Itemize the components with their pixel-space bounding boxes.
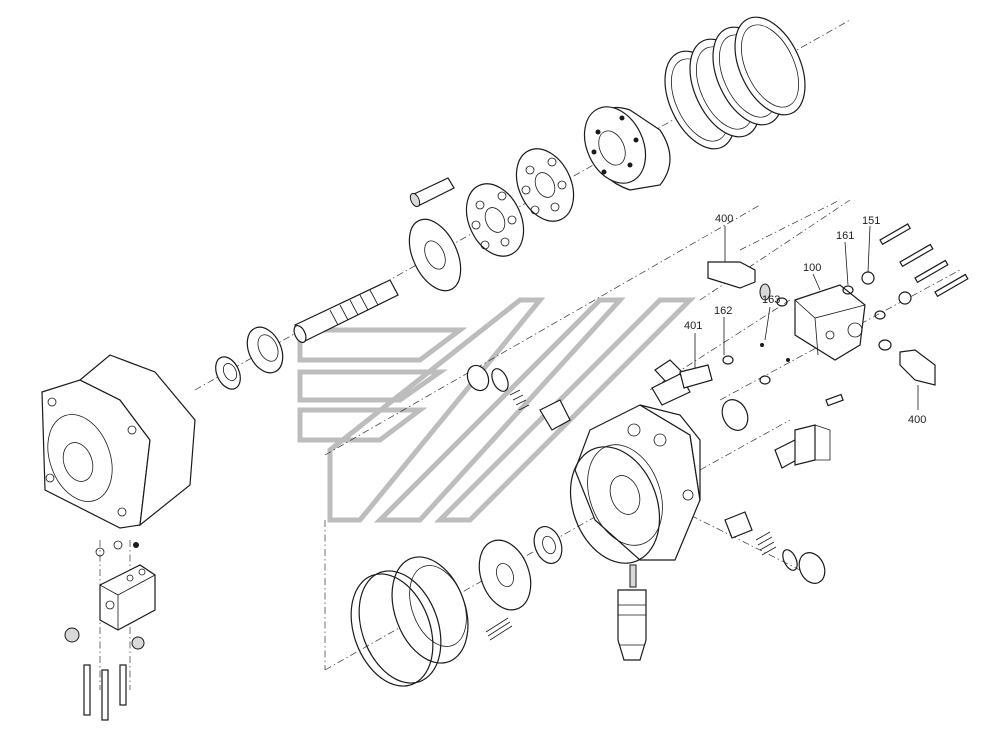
callout-162: 162	[714, 305, 732, 317]
drive-shaft	[293, 279, 399, 344]
plugs-161	[842, 271, 912, 351]
spool-valve	[617, 564, 647, 661]
piston	[409, 177, 455, 208]
right-housing-parts	[651, 359, 844, 469]
small-seals-163	[759, 297, 790, 385]
callout-161: 161	[836, 230, 854, 242]
shaft-bearing	[246, 326, 284, 374]
callout-400-top: 400	[715, 213, 733, 225]
mounting-bolts	[83, 664, 127, 721]
cylinder-block	[583, 106, 671, 191]
brake-seal-rings	[350, 570, 442, 687]
friction-disc-pack	[664, 16, 806, 150]
front-housing	[41, 354, 196, 529]
watermark-logo	[297, 297, 697, 523]
callout-401: 401	[684, 320, 702, 332]
callout-163: 163	[762, 294, 780, 306]
brake-piston	[391, 556, 469, 664]
cartridge-valve-400-top	[707, 261, 771, 301]
callout-151: 151	[862, 215, 880, 227]
check-valve-parts	[724, 511, 826, 584]
plug-162	[722, 355, 734, 365]
relief-valve-parts	[466, 364, 571, 431]
fitting-401	[679, 364, 713, 389]
swash-plate	[408, 218, 462, 292]
small-spring-bottom	[485, 617, 513, 641]
retainer-plate	[515, 148, 575, 222]
shaft-seal	[215, 356, 241, 390]
bolts-151	[879, 223, 969, 298]
small-valve-block	[64, 540, 156, 650]
valve-plate	[478, 539, 532, 611]
callout-labels: 400 400 401 162 163 161 151 100	[684, 213, 926, 426]
shoe-plate	[465, 183, 525, 257]
callout-400-bottom: 400	[908, 414, 926, 426]
cartridge-valve-400-bottom	[899, 349, 936, 386]
rear-bearing	[533, 526, 563, 564]
housing-o-ring	[569, 446, 661, 564]
main-housing	[574, 404, 701, 561]
callout-100: 100	[803, 262, 821, 274]
leader-lines	[694, 225, 919, 410]
port-block-100	[794, 284, 866, 361]
